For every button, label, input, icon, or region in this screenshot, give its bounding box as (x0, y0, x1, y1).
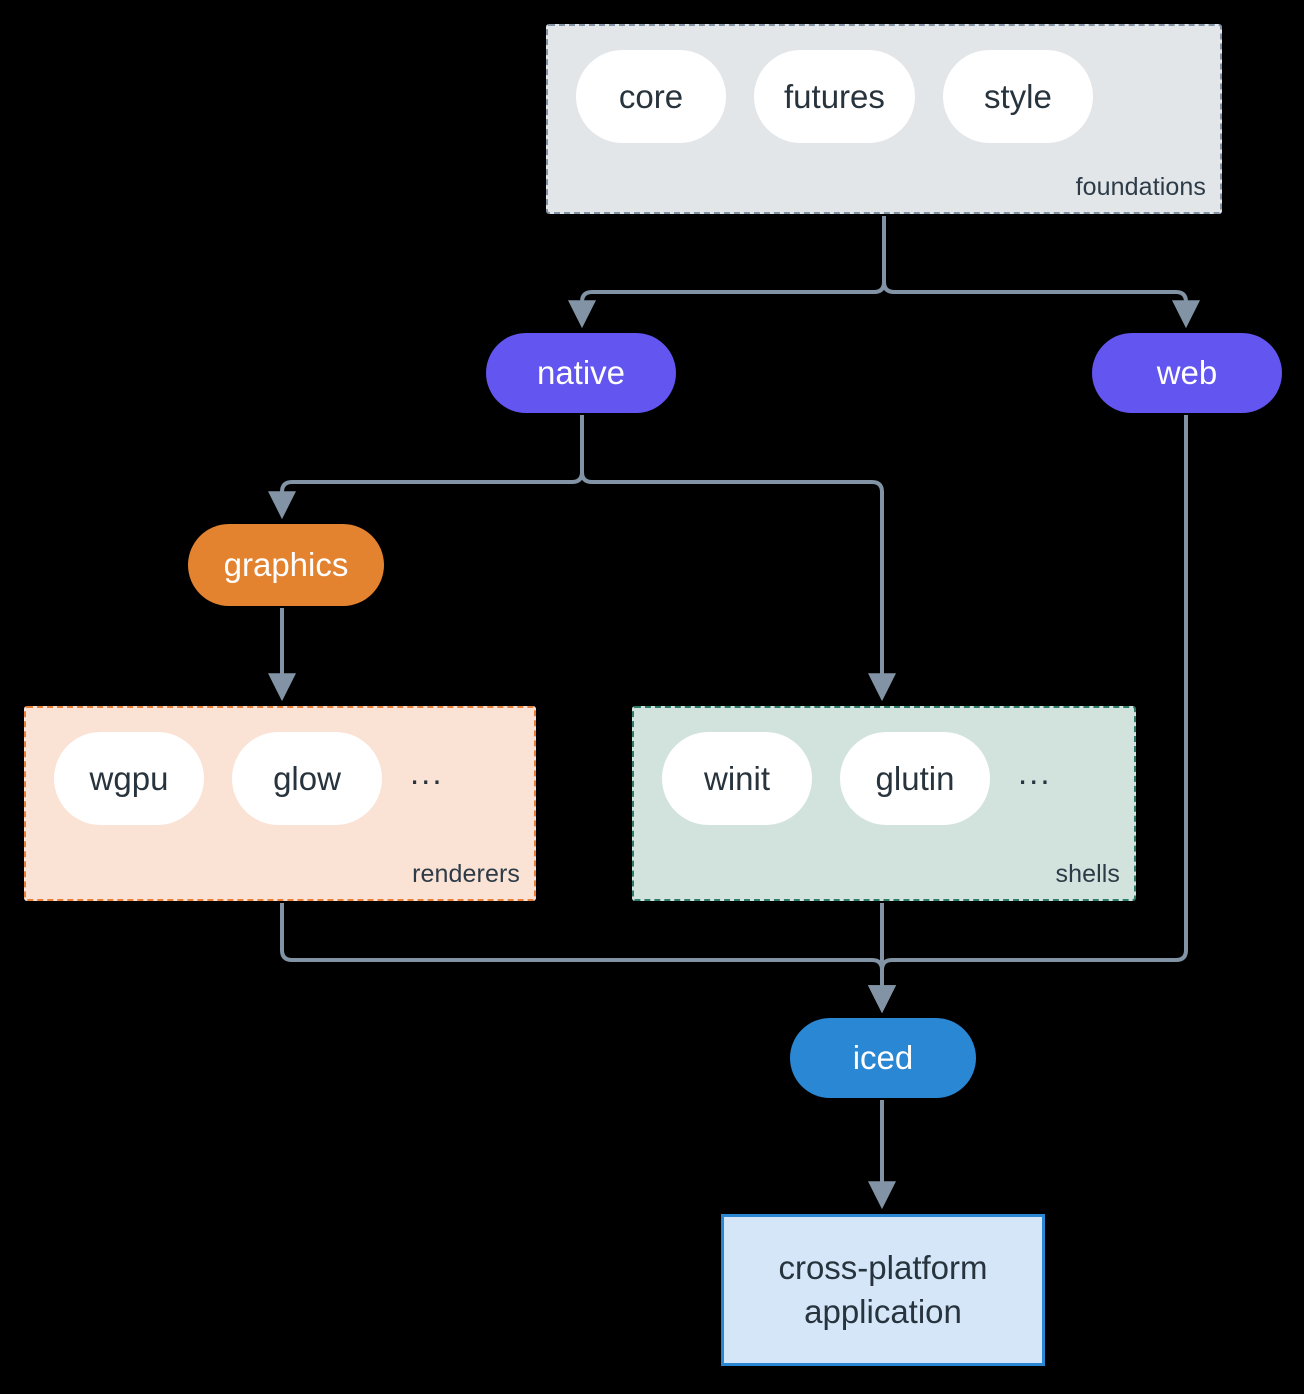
node-iced[interactable]: iced (790, 1018, 976, 1098)
group-label-renderers: renderers (412, 860, 520, 888)
edge-native-graphics (268, 415, 584, 520)
shells-items: winit glutin ... (634, 732, 1052, 825)
edge-foundations-native (568, 216, 886, 329)
group-shells[interactable]: winit glutin ... shells (632, 706, 1136, 901)
node-winit[interactable]: winit (662, 732, 812, 825)
node-glow[interactable]: glow (232, 732, 382, 825)
node-wgpu[interactable]: wgpu (54, 732, 204, 825)
shells-ellipsis: ... (1018, 754, 1052, 791)
group-foundations[interactable]: core futures style foundations (546, 24, 1222, 214)
node-futures[interactable]: futures (754, 50, 915, 143)
renderers-items: wgpu glow ... (26, 732, 444, 825)
node-glutin[interactable]: glutin (840, 732, 990, 825)
node-cross-platform-application[interactable]: cross-platform application (721, 1214, 1045, 1366)
node-graphics[interactable]: graphics (188, 524, 384, 606)
group-label-shells: shells (1055, 860, 1120, 888)
group-label-foundations: foundations (1075, 173, 1206, 201)
edge-native-shells (580, 415, 896, 702)
edge-renderers-iced (280, 903, 896, 1014)
terminal-line-2: application (804, 1293, 962, 1330)
edge-foundations-web (882, 216, 1200, 329)
node-native[interactable]: native (486, 333, 676, 413)
terminal-line-1: cross-platform (778, 1249, 988, 1287)
group-renderers[interactable]: wgpu glow ... renderers (24, 706, 536, 901)
renderers-ellipsis: ... (410, 754, 444, 791)
node-style[interactable]: style (942, 50, 1093, 143)
node-core[interactable]: core (576, 50, 726, 143)
node-web[interactable]: web (1092, 333, 1282, 413)
foundations-items: core futures style (548, 50, 1093, 143)
